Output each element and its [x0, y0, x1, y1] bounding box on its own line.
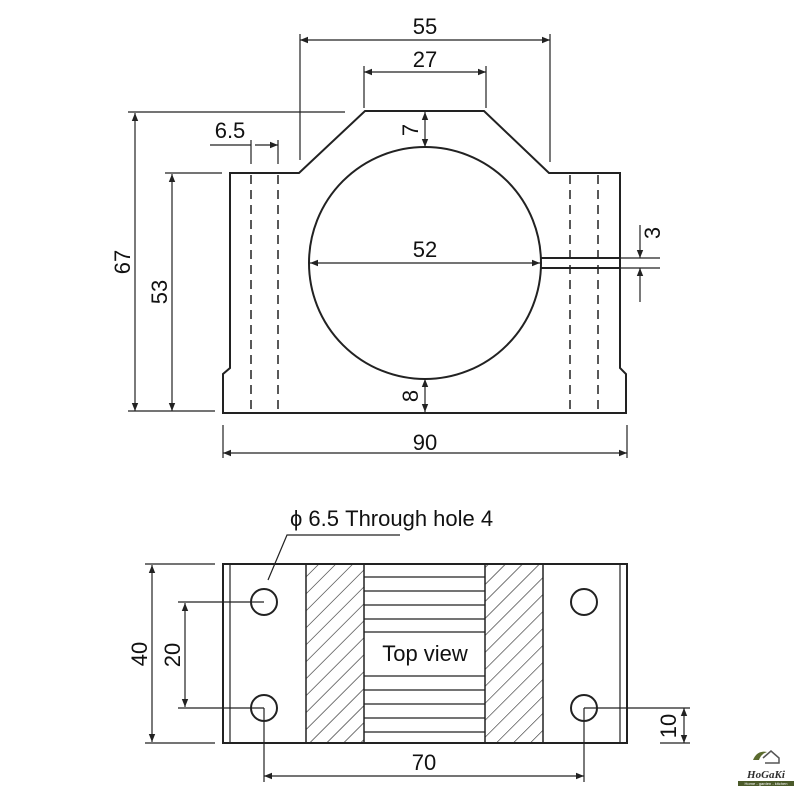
dim-55: 55 — [413, 14, 437, 39]
dim-10: 10 — [656, 714, 681, 738]
label-background — [366, 634, 484, 674]
bore-lines — [364, 576, 485, 733]
dim-20: 20 — [160, 643, 185, 667]
dim-70: 70 — [412, 750, 436, 775]
hole-note: ϕ 6.5 Through hole 4 — [290, 506, 493, 531]
house-leaf-icon — [753, 750, 780, 764]
top-view: Top view ϕ 6.5 Through hole 4 40 20 70 1… — [127, 506, 690, 782]
hatched-section-right — [484, 563, 544, 744]
top-outline — [222, 563, 628, 744]
dim-52: 52 — [413, 237, 437, 262]
top-view-label: Top view — [382, 641, 468, 666]
dim-90: 90 — [413, 430, 437, 455]
dim-3: 3 — [640, 227, 665, 239]
dim-40: 40 — [127, 642, 152, 666]
dim-27: 27 — [413, 47, 437, 72]
dim-6.5: 6.5 — [215, 118, 246, 143]
dim-53: 53 — [147, 280, 172, 304]
dim-7: 7 — [398, 124, 423, 136]
through-hole — [570, 588, 598, 616]
hatched-section-left — [305, 563, 365, 744]
dim-67: 67 — [110, 250, 135, 274]
edge-lines — [229, 564, 621, 743]
logo-tagline: Home - garden - kitchen — [738, 781, 794, 786]
dim-8: 8 — [398, 390, 423, 402]
logo-name: HoGaKi — [747, 769, 785, 781]
front-view: 55 27 6.5 52 90 67 53 7 8 3 — [110, 14, 665, 458]
brand-logo: HoGaKi Home - garden - kitchen — [738, 748, 794, 786]
top-extension-lines — [145, 534, 690, 782]
extension-lines — [128, 34, 660, 458]
front-outline — [222, 110, 627, 414]
clamp-slot — [540, 257, 620, 269]
